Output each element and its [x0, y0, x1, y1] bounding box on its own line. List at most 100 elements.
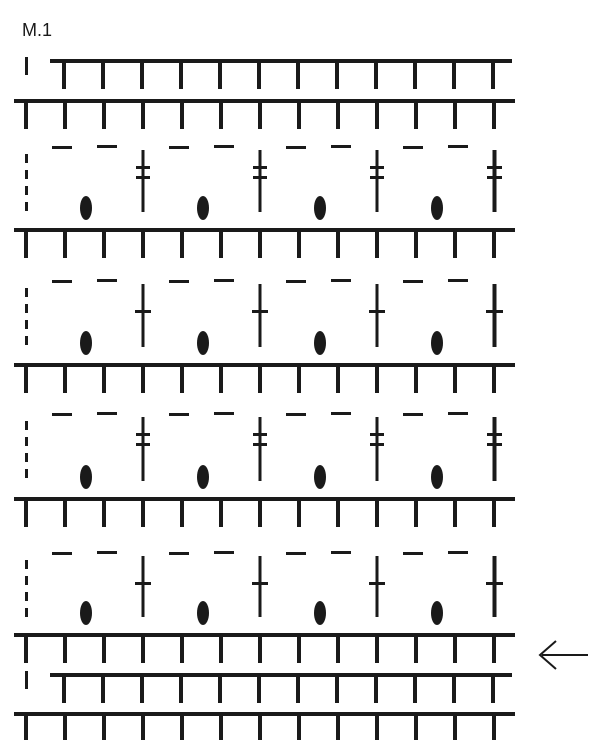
chain-stitch [97, 145, 117, 148]
chain-stitch [448, 145, 468, 148]
chart-row [25, 57, 512, 89]
chain-stitch [169, 280, 189, 283]
left-arrow-icon [538, 640, 588, 670]
edge-dash [493, 720, 496, 738]
row-bar [14, 497, 515, 501]
treble-stitch [179, 59, 183, 89]
chain-stitch [52, 552, 72, 555]
chart-row [25, 671, 512, 703]
treble-stitch [63, 363, 67, 393]
double-treble-stitch [136, 417, 150, 481]
chart-row [14, 228, 515, 258]
edge-dash [493, 371, 496, 389]
edge-dash [493, 236, 496, 254]
treble-stitch [180, 712, 184, 740]
treble-post-stitch [252, 284, 268, 347]
bobble-stitch [314, 196, 326, 220]
treble-stitch [375, 228, 379, 258]
bobble-stitch [431, 465, 443, 489]
double-treble-stitch [488, 150, 502, 212]
treble-stitch [180, 99, 184, 129]
treble-stitch [180, 633, 184, 663]
row-bar [14, 712, 515, 716]
treble-stitch [413, 59, 417, 89]
edge-dash [493, 107, 496, 125]
treble-stitch [296, 673, 300, 703]
treble-stitch [63, 712, 67, 740]
treble-stitch [63, 633, 67, 663]
row-bar [14, 228, 515, 232]
chain-stitch [403, 146, 423, 149]
treble-stitch [374, 673, 378, 703]
bobble-stitch [197, 196, 209, 220]
treble-stitch [453, 712, 457, 740]
chain-stitch [403, 280, 423, 283]
edge-dash [25, 592, 28, 601]
chain-stitch [52, 280, 72, 283]
treble-stitch [141, 497, 145, 527]
treble-stitch [101, 673, 105, 703]
bobble-stitch [80, 331, 92, 355]
treble-stitch [414, 712, 418, 740]
edge-dash [25, 320, 28, 329]
row-bar [14, 633, 515, 637]
treble-stitch [219, 497, 223, 527]
treble-stitch [297, 497, 301, 527]
treble-stitch [102, 633, 106, 663]
treble-stitch [63, 228, 67, 258]
treble-stitch [141, 363, 145, 393]
chart-row [14, 712, 515, 740]
treble-stitch [24, 363, 28, 393]
treble-post-stitch [252, 556, 268, 617]
double-treble-stitch [488, 417, 502, 481]
treble-stitch [297, 363, 301, 393]
treble-stitch [297, 228, 301, 258]
chain-stitch [214, 412, 234, 415]
treble-post-stitch [369, 556, 385, 617]
treble-stitch [374, 59, 378, 89]
row-bar [50, 673, 512, 677]
treble-stitch [452, 673, 456, 703]
treble-stitch [375, 99, 379, 129]
bobble-stitch [197, 465, 209, 489]
edge-dash [25, 576, 28, 585]
treble-stitch [180, 363, 184, 393]
treble-stitch [336, 228, 340, 258]
chart-row [25, 145, 502, 220]
treble-stitch [180, 228, 184, 258]
treble-stitch [491, 673, 495, 703]
chain-stitch [448, 551, 468, 554]
chart-row [14, 99, 515, 129]
chart-row [14, 363, 515, 393]
bobble-stitch [197, 601, 209, 625]
bobble-stitch [431, 331, 443, 355]
treble-stitch [219, 228, 223, 258]
chain-stitch [286, 552, 306, 555]
bobble-stitch [314, 601, 326, 625]
treble-stitch [297, 99, 301, 129]
edge-dash [25, 421, 28, 430]
treble-stitch [453, 363, 457, 393]
bobble-stitch [80, 196, 92, 220]
chain-stitch [331, 279, 351, 282]
edge-dash [25, 288, 28, 297]
treble-stitch [297, 633, 301, 663]
chain-stitch [169, 413, 189, 416]
edge-dash [25, 437, 28, 446]
double-treble-stitch [370, 150, 384, 212]
chain-stitch [214, 551, 234, 554]
treble-stitch [102, 712, 106, 740]
treble-stitch [336, 497, 340, 527]
edge-dash [25, 608, 28, 617]
treble-stitch [414, 633, 418, 663]
chain-stitch [331, 412, 351, 415]
chain-stitch [286, 280, 306, 283]
treble-stitch [140, 673, 144, 703]
treble-post-stitch [369, 284, 385, 347]
chain-stitch [97, 412, 117, 415]
edge-dash [25, 671, 28, 689]
treble-stitch [141, 228, 145, 258]
treble-post-stitch [487, 556, 503, 617]
treble-stitch [102, 363, 106, 393]
